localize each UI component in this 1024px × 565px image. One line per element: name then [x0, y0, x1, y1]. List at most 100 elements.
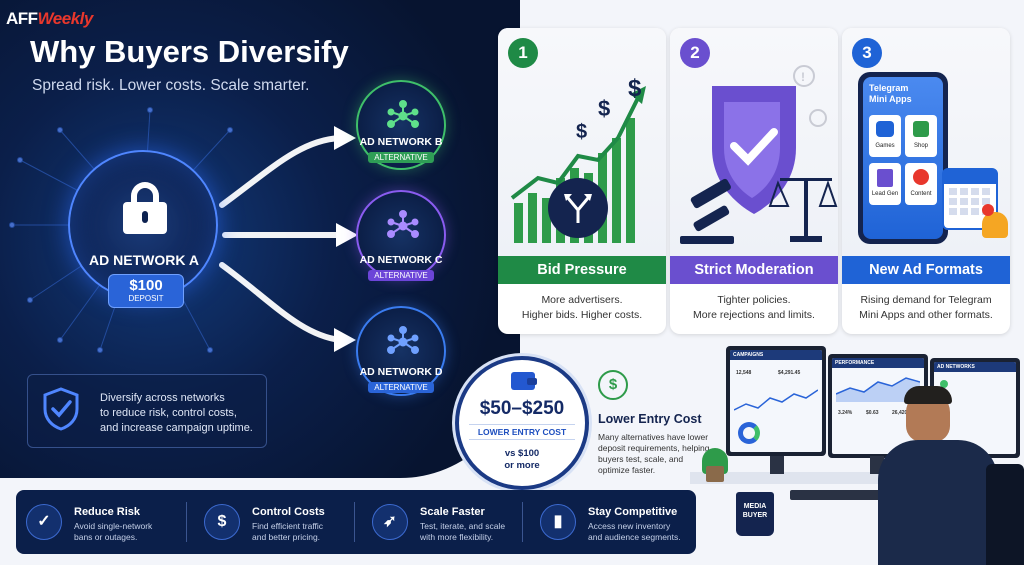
ad-network-c-node	[356, 190, 446, 280]
divider	[186, 502, 187, 542]
office-chair	[986, 464, 1024, 565]
deposit-amount: $100	[129, 277, 163, 294]
benefit-title: Stay Competitive	[588, 506, 678, 518]
card-strict-moderation: ! 2 Strict Moderation Tighter policies. …	[670, 28, 838, 334]
benefit-description-line-1: Avoid single-network	[74, 521, 153, 531]
brand-logo[interactable]: AFFWeekly	[6, 9, 93, 29]
card-description-line-1: More advertisers.	[541, 294, 623, 306]
page-title: Why Buyers Diversify	[30, 34, 349, 69]
card-description: More advertisers. Higher bids. Higher co…	[498, 293, 666, 323]
app-tile-content[interactable]: Content	[905, 163, 937, 205]
wallet-icon	[511, 372, 537, 390]
benefit-description-line-2: with more flexibility.	[420, 532, 494, 542]
entry-cost-comparison: vs $100 or more	[459, 448, 585, 472]
card-description-line-2: More rejections and limits.	[693, 309, 815, 321]
network-nodes-icon	[387, 326, 419, 354]
brand-logo-part2: Weekly	[37, 9, 94, 28]
diversify-note: Diversify across networks to reduce risk…	[27, 374, 267, 448]
app-tile-shop[interactable]: Shop	[905, 115, 937, 157]
area-chart-icon	[836, 377, 920, 402]
card-title: Strict Moderation	[670, 256, 838, 284]
media-buyer-mug: MEDIA BUYER	[736, 492, 774, 536]
ad-network-c-tag: ALTERNATIVE	[368, 270, 434, 281]
lock-icon	[123, 182, 167, 234]
card-title: Bid Pressure	[498, 256, 666, 284]
entry-cost-title: Lower Entry Cost	[598, 412, 702, 426]
diversify-line-3: and increase campaign uptime.	[100, 422, 253, 434]
app-label: Shop	[913, 143, 928, 149]
monitor-campaigns-title: CAMPAIGNS	[730, 350, 822, 360]
entry-cost-description: Many alternatives have lower deposit req…	[598, 432, 710, 475]
divider	[354, 502, 355, 542]
deposit-badge: $100 DEPOSIT	[108, 274, 184, 308]
dollar-icon: $	[204, 504, 240, 540]
phone-title-line-2: Mini Apps	[869, 94, 912, 104]
network-nodes-icon	[387, 100, 419, 128]
monitor-performance-title: PERFORMANCE	[832, 358, 924, 368]
entry-cost-range: $50–$250	[479, 398, 565, 419]
diversify-text: Diversify across networks to reduce risk…	[100, 391, 253, 436]
brand-logo-part1: AFF	[6, 9, 38, 28]
monitor-ad-networks-title: AD NETWORKS	[934, 362, 1016, 372]
person-body	[878, 440, 998, 565]
bid-pressure-illustration: $ $ $	[498, 28, 666, 256]
benefit-description-line-1: Find efficient traffic	[252, 521, 324, 531]
card-description-line-2: Higher bids. Higher costs.	[521, 309, 643, 321]
campaigns-stat-2: $4,291.45	[778, 370, 801, 376]
phone-title-line-1: Telegram	[869, 83, 909, 93]
rocket-icon: ➶	[372, 504, 408, 540]
ad-network-d-label: AD NETWORK D	[359, 366, 443, 378]
ad-network-c-label: AD NETWORK C	[359, 254, 443, 266]
card-number-badge: 3	[852, 38, 882, 68]
plant-pot	[706, 466, 724, 482]
benefit-title: Reduce Risk	[74, 506, 141, 518]
shield-check-icon: ✓	[26, 504, 62, 540]
keyboard	[790, 490, 900, 500]
app-tile-games[interactable]: Games	[869, 115, 901, 157]
play-icon	[913, 169, 929, 185]
app-tile-lead-gen[interactable]: Lead Gen	[869, 163, 901, 205]
smartphone: Telegram Mini Apps Games Shop Lead Gen	[858, 72, 948, 244]
app-label: Lead Gen	[871, 191, 899, 197]
coin-down-arrow-icon: $	[598, 370, 628, 400]
hero-panel: AFFWeekly Why Buyers Diversify Spread ri…	[0, 0, 520, 478]
diversify-line-2: to reduce risk, control costs,	[100, 407, 237, 419]
entry-cost-label: LOWER ENTRY COST	[469, 424, 575, 440]
benefit-description-line-1: Access new inventory	[588, 521, 671, 531]
diversify-line-1: Diversify across networks	[100, 392, 225, 404]
app-label: Games	[875, 143, 895, 149]
mug-text-line-1: MEDIA	[743, 503, 767, 510]
ad-network-d-node	[356, 306, 446, 396]
card-new-ad-formats: Telegram Mini Apps Games Shop Lead Gen	[842, 28, 1010, 334]
benefit-description-line-1: Test, iterate, and scale	[420, 521, 506, 531]
card-description-line-2: Mini Apps and other formats.	[859, 309, 993, 321]
entry-cost-comparison-line-1: vs $100	[504, 448, 540, 459]
monitor-stand	[770, 456, 784, 474]
ad-network-b-tag: ALTERNATIVE	[368, 152, 434, 163]
shopping-bag-icon	[913, 121, 929, 137]
benefit-title: Control Costs	[252, 506, 325, 518]
network-nodes-icon	[387, 210, 419, 238]
shield-check-icon	[43, 387, 79, 431]
card-number-badge: 1	[508, 38, 538, 68]
svg-text:$: $	[598, 96, 610, 121]
svg-text:!: !	[801, 70, 805, 84]
card-description: Tighter policies. More rejections and li…	[670, 293, 838, 323]
rising-bars-chart-icon: $ $ $	[510, 75, 646, 243]
ad-network-b-label: AD NETWORK B	[359, 136, 443, 148]
gamepad-icon	[876, 121, 894, 137]
benefit-description-line-2: bans or outages.	[74, 532, 138, 542]
monitor-campaigns: CAMPAIGNS 12,548 $4,291.45	[726, 346, 826, 456]
media-buyer-workspace: CAMPAIGNS 12,548 $4,291.45 PERFORMANCE 3…	[690, 340, 1024, 565]
app-label: Content	[910, 191, 932, 197]
card-bid-pressure: $ $ $ 1 Bid Pressure More advertisers. H…	[498, 28, 666, 334]
deposit-label: DEPOSIT	[128, 294, 164, 303]
performance-stat-1: 3.24%	[838, 410, 853, 416]
